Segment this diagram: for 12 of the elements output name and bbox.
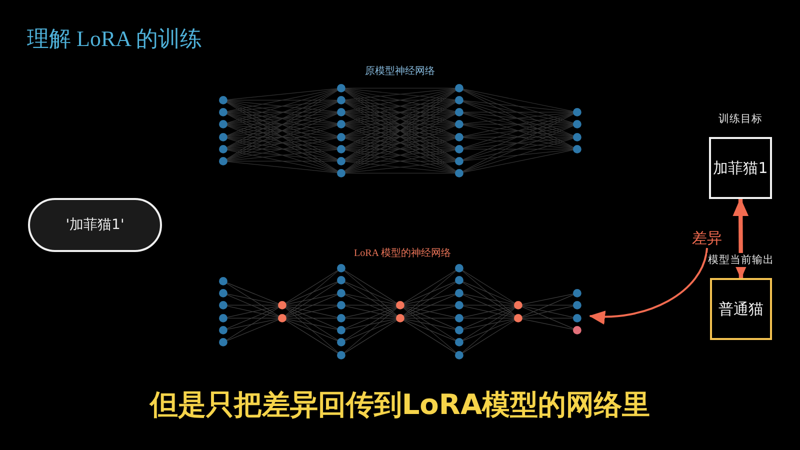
page-title: 理解 LoRA 的训练: [27, 25, 202, 53]
network-title: 原模型神经网络: [365, 65, 435, 78]
box-text: 普通猫: [718, 300, 764, 318]
box-heading: 训练目标: [718, 112, 764, 126]
network-title: LoRA 模型的神经网络: [354, 247, 451, 260]
box-text: 加菲猫1: [713, 159, 768, 177]
annotation-text: 差异: [692, 228, 722, 248]
curved-arrow: [589, 248, 708, 324]
double-arrow: [732, 198, 749, 280]
subtitle-caption: 但是只把差异回传到LoRA模型的网络里: [150, 387, 650, 423]
rounded-pill: '加菲猫1': [28, 198, 162, 252]
box-heading: 模型当前输出: [707, 253, 775, 267]
